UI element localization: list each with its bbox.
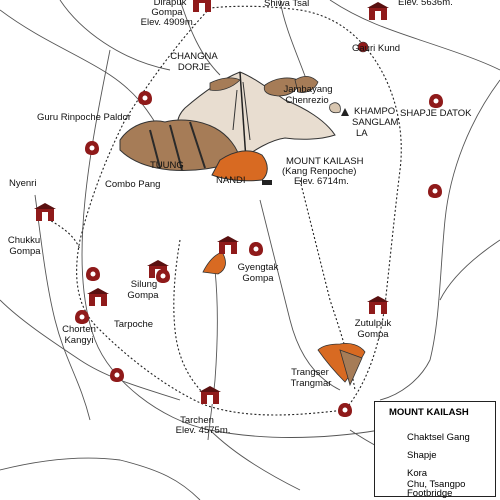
label-gyengtak-2: Gompa [242,273,274,284]
label-trangser-1: Trangser [291,367,329,378]
river-northeast [329,0,500,71]
gompa-chorten [87,288,109,306]
river-east-2 [439,239,500,301]
legend-kora: Kora [407,468,428,479]
legend-chu-tsangpo: Chu, Tsangpo [407,479,466,490]
shapje-9 [338,403,352,417]
label-changna-dorje-2: DORJE [177,62,211,73]
river-west [0,9,161,131]
label-tarpoche: Tarpoche [114,319,154,330]
shapje-4 [428,184,442,198]
label-dirapuk-elev: Elev. 4909m. [140,17,196,28]
gompa-dirapuk [191,0,213,12]
legend-title: MOUNT KAILASH [389,407,469,418]
label-changna-dorje-1: CHANGNA [170,51,218,62]
label-khampo-2: SANGLAM [352,117,399,128]
kailash-base-marker [262,180,272,185]
label-chorten-1: Chorten [62,324,96,335]
label-chukku-1: Chukku [7,235,41,246]
label-zutulpuk-1: Zutulpuk [354,318,392,329]
gompa-chukku [34,203,56,221]
label-tarchen-1: Tarchen [180,415,214,426]
river-south [209,429,301,491]
river-northwest [59,0,171,71]
label-gyengtak-1: Gyengtak [237,262,279,273]
label-nyenri: Nyenri [9,178,37,189]
trangser-rocks [317,343,366,387]
river-lower-west [0,299,181,401]
label-shiwa-tsal: Shiwa Tsal [264,0,310,9]
label-dirapuk: Dirapuk [153,0,187,8]
river-tarchen [207,269,218,441]
label-dirapuk-gompa: Gompa [151,7,183,18]
river-east [379,79,500,401]
label-jambayang-1: Jambayang [283,84,333,95]
label-zutulpuk-2: Gompa [357,329,389,340]
kora-outer [76,5,402,416]
kora-inner [173,239,206,396]
gompa-gyengtak [217,236,239,254]
label-jambayang-2: Chenrezio [285,95,329,106]
river-center [259,199,341,391]
shapje-2 [429,94,443,108]
label-gauri-kund: Gauri Kund [352,43,401,54]
legend-shapje: Shapje [407,450,437,461]
shapje-5 [249,242,263,256]
label-tuung: TUUNG [150,160,184,171]
legend-chaktsel-gang: Chaktsel Gang [407,432,470,443]
kailash-massif [119,71,341,182]
label-silung-1: Silung [130,279,158,290]
river-far-west [34,194,91,421]
label-kailash-2: (Kang Renpoche) [282,166,357,177]
khampo-pass-marker [341,108,349,116]
legend: MOUNT KAILASH Chaktsel Gang Shapje Kora … [374,401,496,499]
legend-footbridge: Footbridge [407,488,453,499]
shapje-8 [110,368,124,382]
label-trangser-2: Trangmar [290,378,332,389]
label-chorten-2: Kangyi [64,335,94,346]
label-kailash-3: Elev. 6714m. [294,176,349,187]
shapje-1 [138,91,152,105]
shapje-3 [85,141,99,155]
gyengtak-rock [202,251,226,275]
label-khampo-3: LA [356,128,368,139]
label-chukku-2: Gompa [9,246,41,257]
label-combo-pang: Combo Pang [105,179,161,190]
label-guru-rinpoche: Guru Rinpoche Paldor [37,112,131,123]
label-tarchen-2: Elev. 4575m. [175,425,231,436]
label-kailash-1: MOUNT KAILASH [286,156,364,167]
gauri-kund-marker [357,41,369,53]
label-shapje-datok: SHAPJE DATOK [400,108,472,119]
shapje-10 [75,310,89,324]
river-north-2 [179,0,221,76]
gompa-top-right [367,2,389,20]
shapje-7 [156,269,170,283]
label-khampo-1: KHAMPO [354,106,396,117]
shapje-6 [86,267,100,281]
label-silung-2: Gompa [127,290,159,301]
river-left-bottom [0,457,201,500]
label-top-right-elev: Elev. 5636m. [398,0,453,8]
label-nandi: NANDI [216,175,246,186]
gompa-tarchen [199,386,221,404]
